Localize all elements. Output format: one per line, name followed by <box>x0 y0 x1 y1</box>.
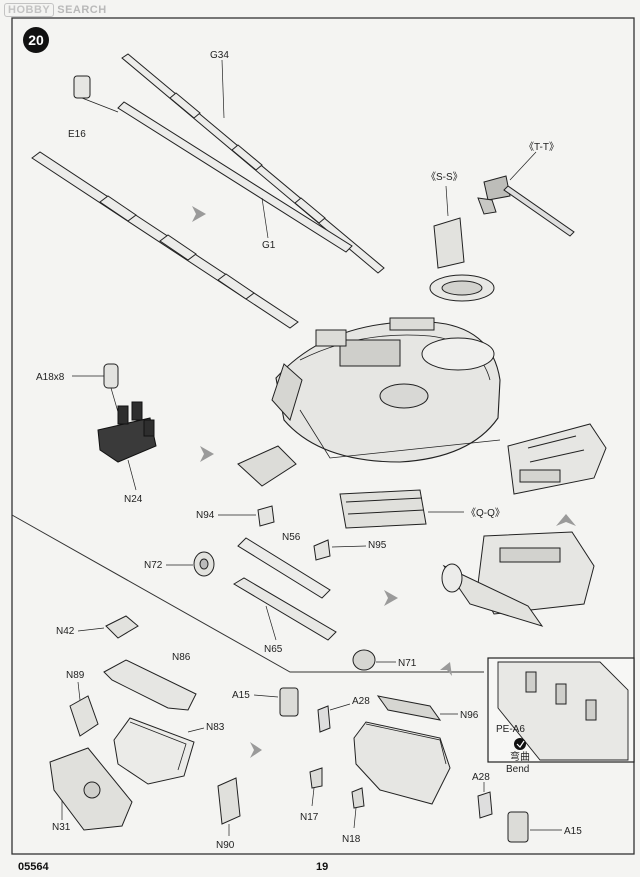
direction-arrow <box>192 206 576 758</box>
part-n72 <box>193 551 215 577</box>
part-side-plate <box>237 445 297 487</box>
step-number: 20 <box>28 32 44 48</box>
label-a28-upper: A28 <box>352 696 370 707</box>
page-number: 19 <box>316 861 328 873</box>
label-n89: N89 <box>66 670 85 681</box>
side-box-lower <box>441 531 595 627</box>
label-qq: 《Q-Q》 <box>466 507 505 519</box>
label-g34: G34 <box>210 50 229 61</box>
bend-icon <box>514 738 526 750</box>
part-n31 <box>49 747 133 831</box>
label-g1: G1 <box>262 240 276 251</box>
barrel-g34 <box>121 53 385 274</box>
label-pe-a6: PE-A6 <box>496 724 525 735</box>
part-n89 <box>69 695 99 737</box>
step-badge: 20 <box>23 27 49 53</box>
label-a15-lower: A15 <box>564 826 582 837</box>
part-n24 <box>97 401 157 491</box>
section-divider <box>11 514 484 673</box>
label-n96: N96 <box>460 710 479 721</box>
page-border <box>11 17 635 855</box>
label-bend-cn: 弯曲 <box>510 750 530 763</box>
part-n95 <box>313 539 331 561</box>
part-n65 <box>233 577 337 641</box>
footer-code: 05564 <box>18 861 49 873</box>
label-n18: N18 <box>342 834 361 845</box>
hatch-ss <box>429 185 495 302</box>
label-n71: N71 <box>398 658 417 669</box>
label-n24: N24 <box>124 494 143 505</box>
label-bend: Bend <box>506 764 529 775</box>
label-n42: N42 <box>56 626 75 637</box>
part-n96 <box>376 695 442 721</box>
barrel-g1 <box>117 101 353 253</box>
inset-detail <box>487 657 635 763</box>
part-e16 <box>73 75 119 113</box>
label-n83: N83 <box>206 722 225 733</box>
part-n83 <box>113 717 195 785</box>
watermark-logo: HOBBY <box>4 3 55 17</box>
barrel-lower <box>31 151 299 329</box>
label-tt: 《T-T》 <box>524 141 559 153</box>
part-a28-lower <box>477 782 493 819</box>
part-a15-lower <box>507 811 562 843</box>
part-n71 <box>352 649 376 671</box>
part-a18 <box>103 363 119 413</box>
turret-assembly <box>271 317 501 463</box>
label-n94: N94 <box>196 510 215 521</box>
side-box-upper <box>507 423 607 495</box>
label-n17: N17 <box>300 812 319 823</box>
box-lower-middle <box>353 721 451 805</box>
part-n86 <box>103 659 197 711</box>
label-e16: E16 <box>68 129 86 140</box>
part-n17 <box>309 767 323 807</box>
label-n31: N31 <box>52 822 71 833</box>
label-n65: N65 <box>264 644 283 655</box>
box-qq <box>339 489 427 529</box>
part-n56 <box>237 537 331 599</box>
label-a28-lower: A28 <box>472 772 490 783</box>
label-n72: N72 <box>144 560 163 571</box>
part-n18 <box>351 787 365 829</box>
label-n86: N86 <box>172 652 191 663</box>
part-a15-upper <box>279 687 299 717</box>
part-n42 <box>105 615 139 639</box>
label-a15-upper: A15 <box>232 690 250 701</box>
label-ss: 《S-S》 <box>426 171 463 183</box>
watermark-text: SEARCH <box>57 4 107 16</box>
label-n90: N90 <box>216 840 235 851</box>
part-n90 <box>217 777 241 836</box>
label-n95: N95 <box>368 540 387 551</box>
label-a18x8: A18x8 <box>36 372 65 383</box>
part-n94 <box>257 505 275 527</box>
part-a28-upper <box>317 705 331 733</box>
label-n56: N56 <box>282 532 301 543</box>
machine-gun-tt <box>477 151 575 237</box>
